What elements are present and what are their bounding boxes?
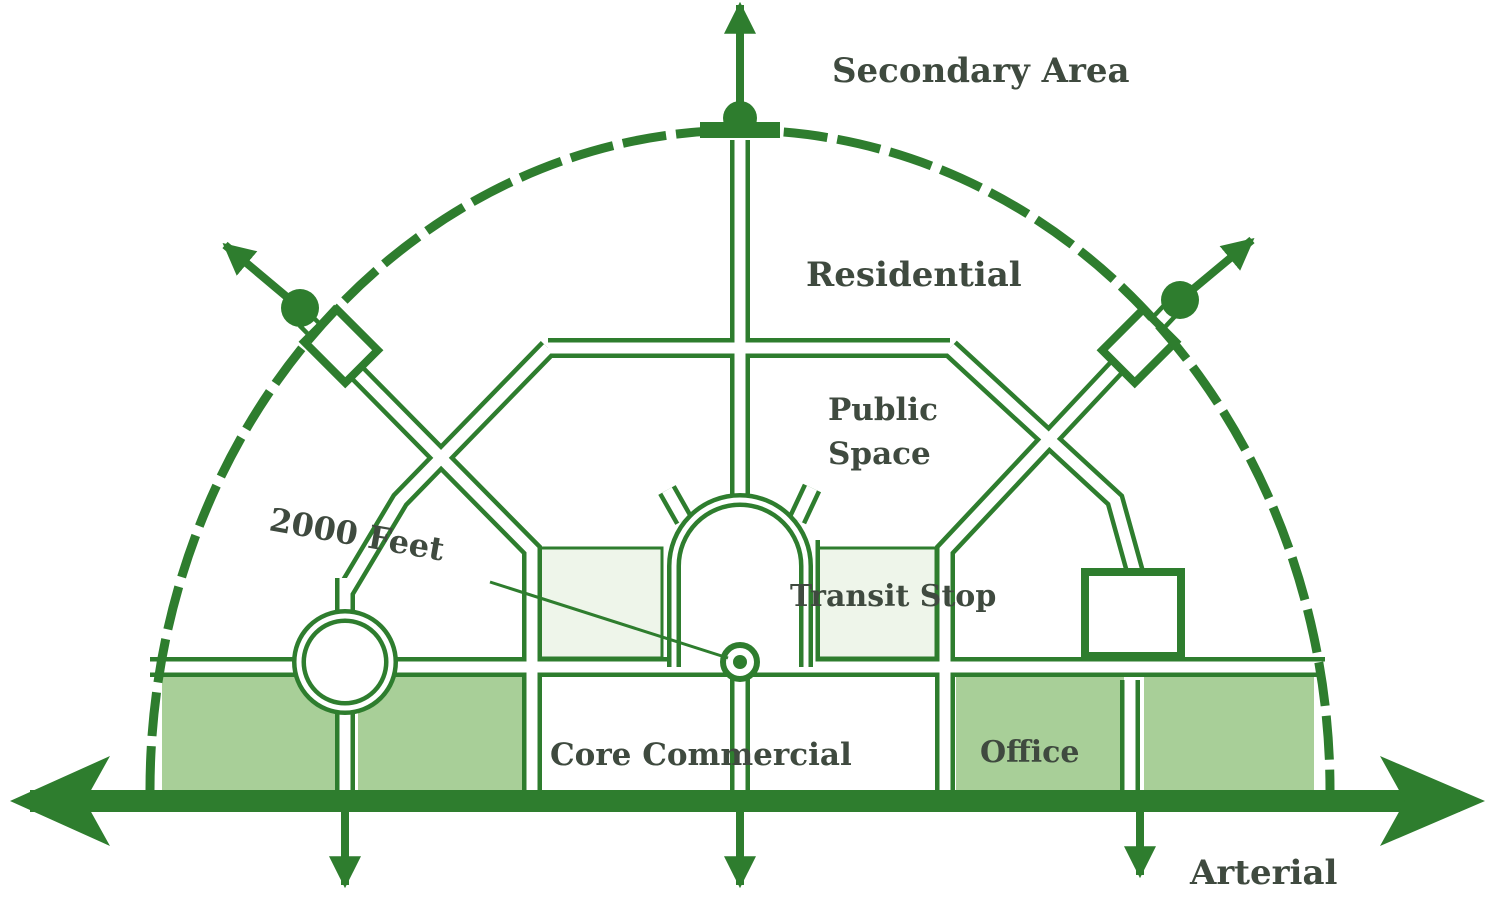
label-core-commercial: Core Commercial	[550, 737, 852, 773]
box-right-lower	[1081, 568, 1185, 660]
label-office: Office	[980, 735, 1080, 770]
arterial-road	[10, 756, 1485, 889]
label-arterial: Arterial	[1189, 853, 1337, 893]
label-transit-stop: Transit Stop	[790, 579, 996, 614]
secondary-area-arrows	[222, 1, 1255, 327]
transit-stop-marker	[720, 642, 760, 682]
civic-block-right	[816, 546, 938, 660]
node-northwest	[281, 289, 319, 327]
radius-line	[489, 580, 729, 660]
arterial-arrow-right	[1380, 756, 1485, 846]
node-northeast	[1161, 281, 1199, 319]
label-public-space-line2: Space	[828, 436, 931, 472]
arterial-arrow-left	[10, 756, 110, 846]
public-space-plaza	[667, 493, 813, 667]
street-network	[150, 140, 1325, 790]
label-secondary-area: Secondary Area	[832, 51, 1130, 91]
label-public-space-line1: Public	[828, 392, 938, 428]
office-block	[956, 676, 1124, 790]
roundabout	[292, 609, 398, 715]
label-residential: Residential	[806, 255, 1022, 295]
commercial-block-right	[1144, 676, 1314, 790]
